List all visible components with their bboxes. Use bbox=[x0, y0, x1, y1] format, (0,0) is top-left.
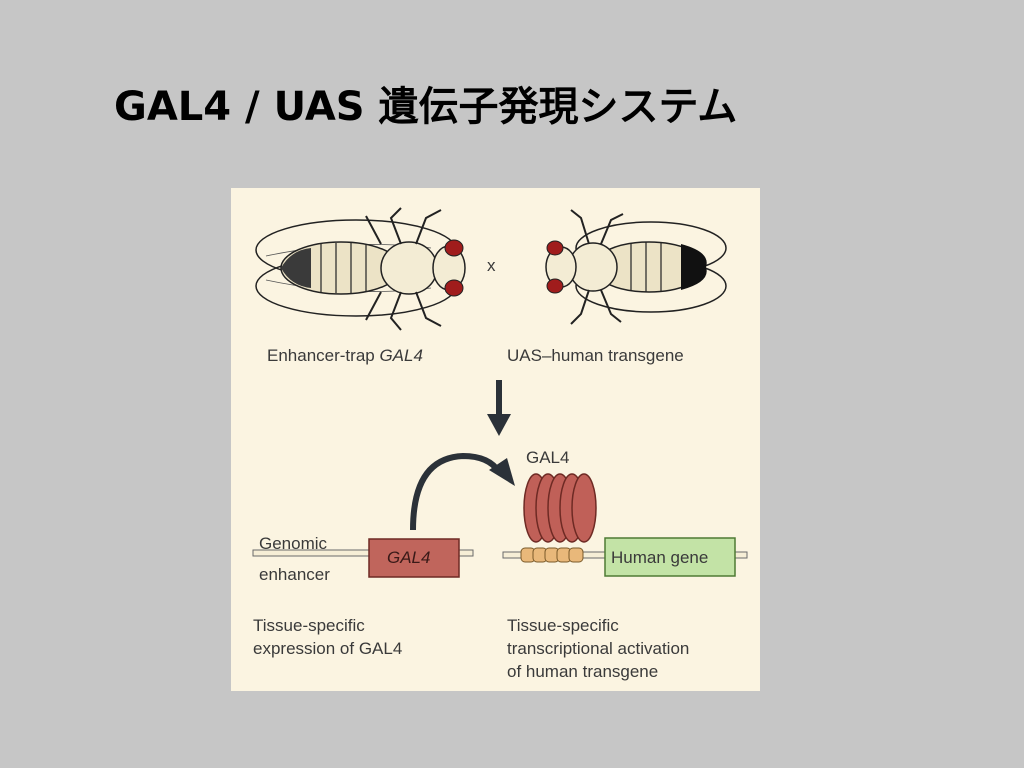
cross-symbol: x bbox=[487, 256, 496, 275]
gal4-protein bbox=[523, 473, 597, 543]
gal4-gene-label: GAL4 bbox=[387, 548, 431, 567]
caption-right-line3: of human transgene bbox=[507, 662, 659, 681]
caption-left-line1: Tissue-specific bbox=[253, 616, 365, 635]
fly-left-label: Enhancer-trap GAL4 bbox=[267, 344, 423, 367]
fly-left bbox=[255, 207, 466, 331]
uas-construct bbox=[502, 537, 748, 577]
figure-artwork bbox=[252, 207, 748, 578]
genomic-enhancer-label-line1: Genomic bbox=[259, 534, 328, 553]
genomic-enhancer-label-line2: enhancer bbox=[259, 565, 330, 584]
gal4-construct bbox=[252, 538, 474, 578]
fly-right bbox=[545, 209, 727, 325]
caption-right-line2: transcriptional activation bbox=[507, 639, 690, 658]
caption-left-line2: expression of GAL4 bbox=[253, 639, 403, 658]
fly-left-label-text: Enhancer-trap bbox=[267, 346, 380, 365]
activation-arrow bbox=[410, 452, 515, 531]
fly-left-label-italic: GAL4 bbox=[379, 346, 423, 365]
gal4-protein-label: GAL4 bbox=[526, 448, 570, 467]
down-arrow bbox=[487, 380, 511, 436]
slide-title: GAL4 / UAS 遺伝子発現システム bbox=[114, 84, 738, 130]
fly-right-label: UAS–human transgene bbox=[507, 346, 684, 365]
gal4-uas-figure: x Enhancer-trap GAL4 UAS–human transgene… bbox=[231, 188, 760, 691]
human-gene-label: Human gene bbox=[611, 548, 709, 567]
caption-right-line1: Tissue-specific bbox=[507, 616, 619, 635]
